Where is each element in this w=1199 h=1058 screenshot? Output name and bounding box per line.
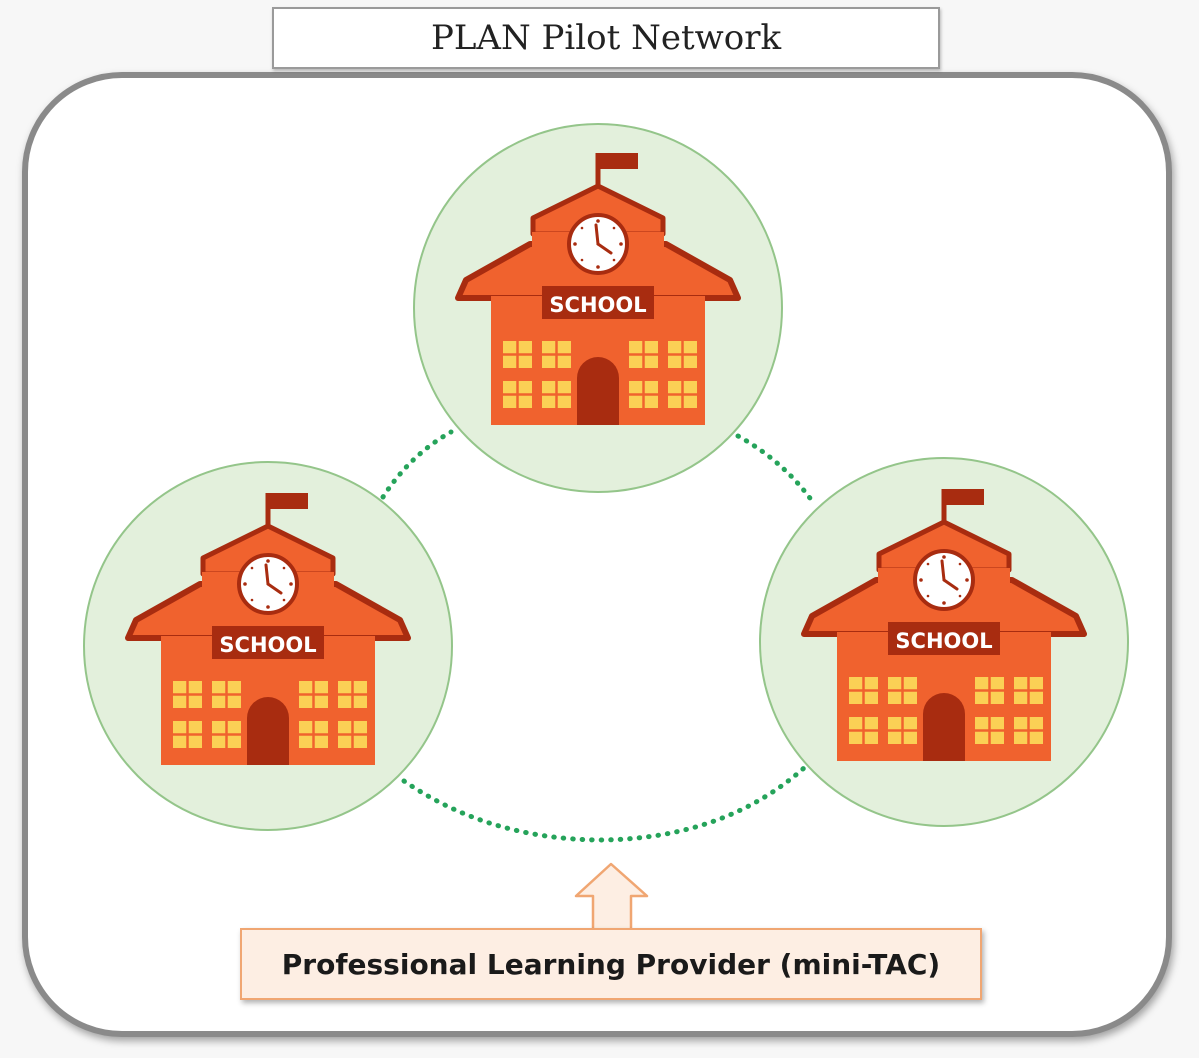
school-node-right: SCHOOL (759, 457, 1129, 827)
school-label: SCHOOL (895, 629, 992, 653)
network-title: PLAN Pilot Network (272, 7, 940, 69)
professional-learning-provider: Professional Learning Provider (mini-TAC… (240, 928, 982, 1000)
school-building-icon: SCHOOL (458, 153, 738, 425)
school-label: SCHOOL (549, 293, 646, 317)
connector-bottom (401, 765, 807, 843)
up-arrow-icon (574, 862, 649, 932)
network-connectors (380, 429, 818, 843)
school-building-icon: SCHOOL (804, 489, 1084, 761)
school-label: SCHOOL (219, 633, 316, 657)
school-node-top: SCHOOL (413, 123, 783, 493)
connector-top-left (380, 429, 454, 500)
connector-top-right (735, 433, 818, 508)
school-node-left: SCHOOL (83, 461, 453, 831)
school-building-icon: SCHOOL (128, 493, 408, 765)
